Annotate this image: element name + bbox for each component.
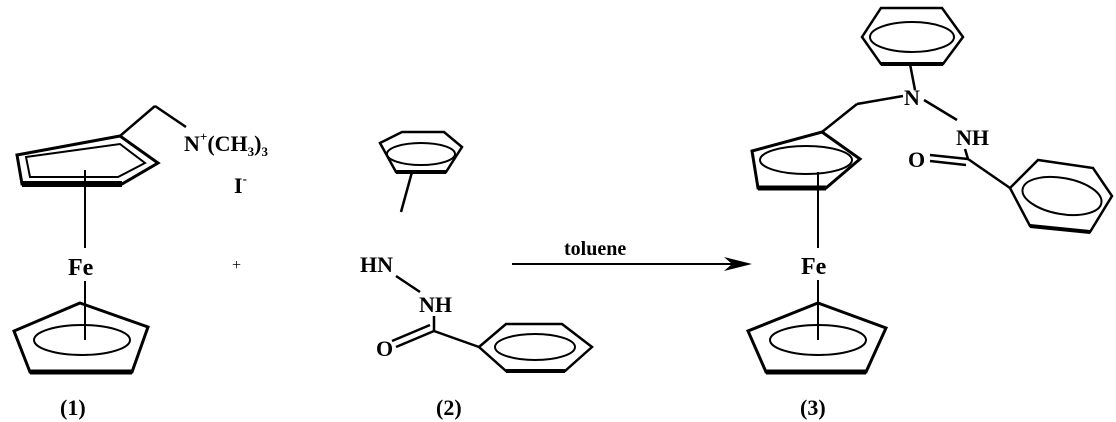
phenyl-n-bond-3 xyxy=(908,63,917,91)
cp-ring-top-1 xyxy=(15,134,161,187)
nh-carbonyl-bond-3 xyxy=(963,148,970,160)
ch2-bond-1 xyxy=(119,105,156,137)
carbonyl-phenyl-bond-3 xyxy=(967,157,1011,190)
compound-3: N NH O Fe (3) xyxy=(746,6,1114,420)
oxygen-atom-2: O xyxy=(376,336,393,361)
cp-ring-bottom-1 xyxy=(12,301,150,375)
carbonyl-phenyl-bond-2 xyxy=(433,329,480,349)
nh-group-2: NH xyxy=(419,292,452,317)
carbonyl-double-bond-b-2 xyxy=(391,323,431,343)
n-n-bond-2 xyxy=(395,274,421,294)
iodide-counter-ion: I- xyxy=(234,171,247,198)
reaction-arrow: toluene xyxy=(512,238,752,271)
compound-label-2: (2) xyxy=(436,395,462,420)
phenyl-ring-top-3 xyxy=(860,6,965,66)
oxygen-atom-3: O xyxy=(908,147,925,172)
ch2-n-bond-3 xyxy=(856,94,904,106)
plus-sign: + xyxy=(232,257,241,274)
compound-label-3: (3) xyxy=(800,395,826,420)
nh-group-3: NH xyxy=(956,125,989,150)
compound-label-1: (1) xyxy=(60,395,86,420)
carbonyl-double-bond-a-2 xyxy=(395,329,435,349)
n-n-bond-3 xyxy=(923,98,958,122)
carbonyl-double-bond-a-3 xyxy=(929,153,969,161)
compound-2: HN NH O (2) xyxy=(360,130,594,420)
cp-ring-bottom-3 xyxy=(746,301,889,375)
cp-ch2-bond-3 xyxy=(821,103,858,133)
iron-atom-3: Fe xyxy=(801,254,827,280)
solvent-label: toluene xyxy=(564,238,626,260)
nitrogen-atom-3: N xyxy=(904,85,920,110)
cp-ring-top-3 xyxy=(750,130,863,191)
quaternary-nitrogen: N+(CH3)3 xyxy=(184,129,268,159)
phenyl-ring-right-3 xyxy=(1008,158,1114,234)
carbonyl-double-bond-b-3 xyxy=(929,159,967,167)
phenyl-nh-bond-2 xyxy=(399,171,414,213)
iron-atom-1: Fe xyxy=(68,255,94,281)
ch2-n-bond-1 xyxy=(154,104,187,129)
hn-group-2: HN xyxy=(360,252,393,277)
compound-1: N+(CH3)3 I- Fe (1) xyxy=(12,104,268,420)
phenyl-ring-right-2 xyxy=(477,322,594,373)
phenyl-ring-top-2 xyxy=(378,130,464,174)
